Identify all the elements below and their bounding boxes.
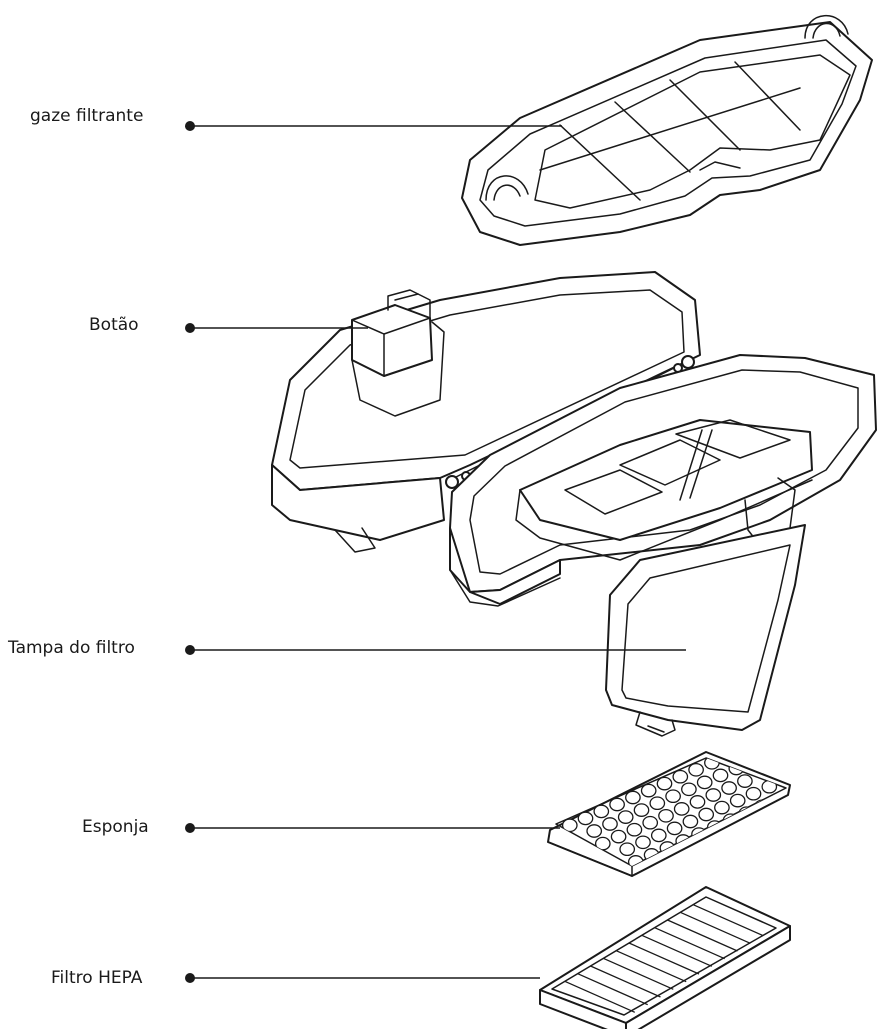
- sponge-cell: [696, 775, 713, 790]
- hepa-pleat: [577, 973, 648, 1006]
- sponge-cell: [672, 769, 689, 784]
- hepa-pleat: [692, 904, 764, 937]
- sponge-cell: [577, 811, 594, 826]
- sponge-cell: [610, 829, 627, 844]
- sponge-cell: [689, 795, 706, 809]
- sponge-cell: [698, 807, 715, 822]
- hepa-pleat: [654, 927, 725, 960]
- sponge-cell: [729, 793, 746, 808]
- sponge-cell: [625, 790, 641, 805]
- sponge-cell: [633, 803, 650, 817]
- sponge-cell: [682, 814, 699, 829]
- hepa-pleat: [628, 942, 700, 975]
- sponge-cell: [609, 797, 625, 812]
- sponge-cell: [594, 836, 611, 851]
- sponge-cell: [673, 802, 690, 816]
- leader-dot-botao: [185, 323, 195, 333]
- label-gaze-filtrante: gaze filtrante: [30, 106, 144, 126]
- leader-dot-hepa: [185, 973, 195, 983]
- sponge-cell: [658, 808, 674, 823]
- sponge-cell: [586, 824, 603, 838]
- sponge-cell: [737, 774, 753, 788]
- label-tampa-do-filtro: Tampa do filtro: [8, 638, 135, 658]
- sponge-cell: [705, 788, 722, 802]
- sponge-cell: [745, 786, 762, 801]
- sponge-cell: [593, 804, 610, 819]
- sponge-cell: [561, 818, 578, 833]
- sponge-cell: [640, 783, 657, 798]
- sponge-cell: [714, 800, 730, 815]
- esponja-part: [547, 751, 791, 877]
- filtro-hepa-part: [539, 886, 791, 1033]
- hepa-pleat: [680, 911, 751, 944]
- label-botao: Botão: [89, 315, 139, 335]
- container-body-part: [271, 271, 877, 737]
- hepa-pleat: [667, 919, 738, 952]
- sponge-cell: [681, 782, 697, 797]
- hepa-pleat: [564, 980, 636, 1013]
- sponge-cell: [666, 821, 683, 836]
- sponge-cell: [712, 768, 729, 783]
- hepa-pleat: [641, 934, 713, 967]
- sponge-cell: [650, 828, 667, 843]
- sponge-cell: [626, 822, 643, 837]
- label-filtro-hepa: Filtro HEPA: [51, 968, 143, 988]
- sponge-cell: [619, 842, 636, 857]
- sponge-cell: [721, 781, 737, 795]
- hepa-pleat: [603, 957, 674, 990]
- sponge-cell: [635, 835, 651, 850]
- sponge-cell: [656, 776, 673, 791]
- hepa-pleat: [590, 965, 661, 998]
- sponge-cell: [642, 815, 659, 830]
- sponge-cell: [665, 789, 681, 804]
- sponge-cell: [617, 810, 634, 824]
- hepa-pleat: [615, 950, 687, 983]
- leader-dot-gaze: [185, 121, 195, 131]
- sponge-cell: [602, 817, 618, 831]
- leader-dot-tampa: [185, 645, 195, 655]
- label-esponja: Esponja: [82, 817, 149, 837]
- sponge-cell: [649, 796, 666, 811]
- sponge-cell: [688, 762, 704, 777]
- leader-dot-esponja: [185, 823, 195, 833]
- leader-lines: [185, 121, 686, 983]
- gaze-filtrante-part: [461, 15, 873, 246]
